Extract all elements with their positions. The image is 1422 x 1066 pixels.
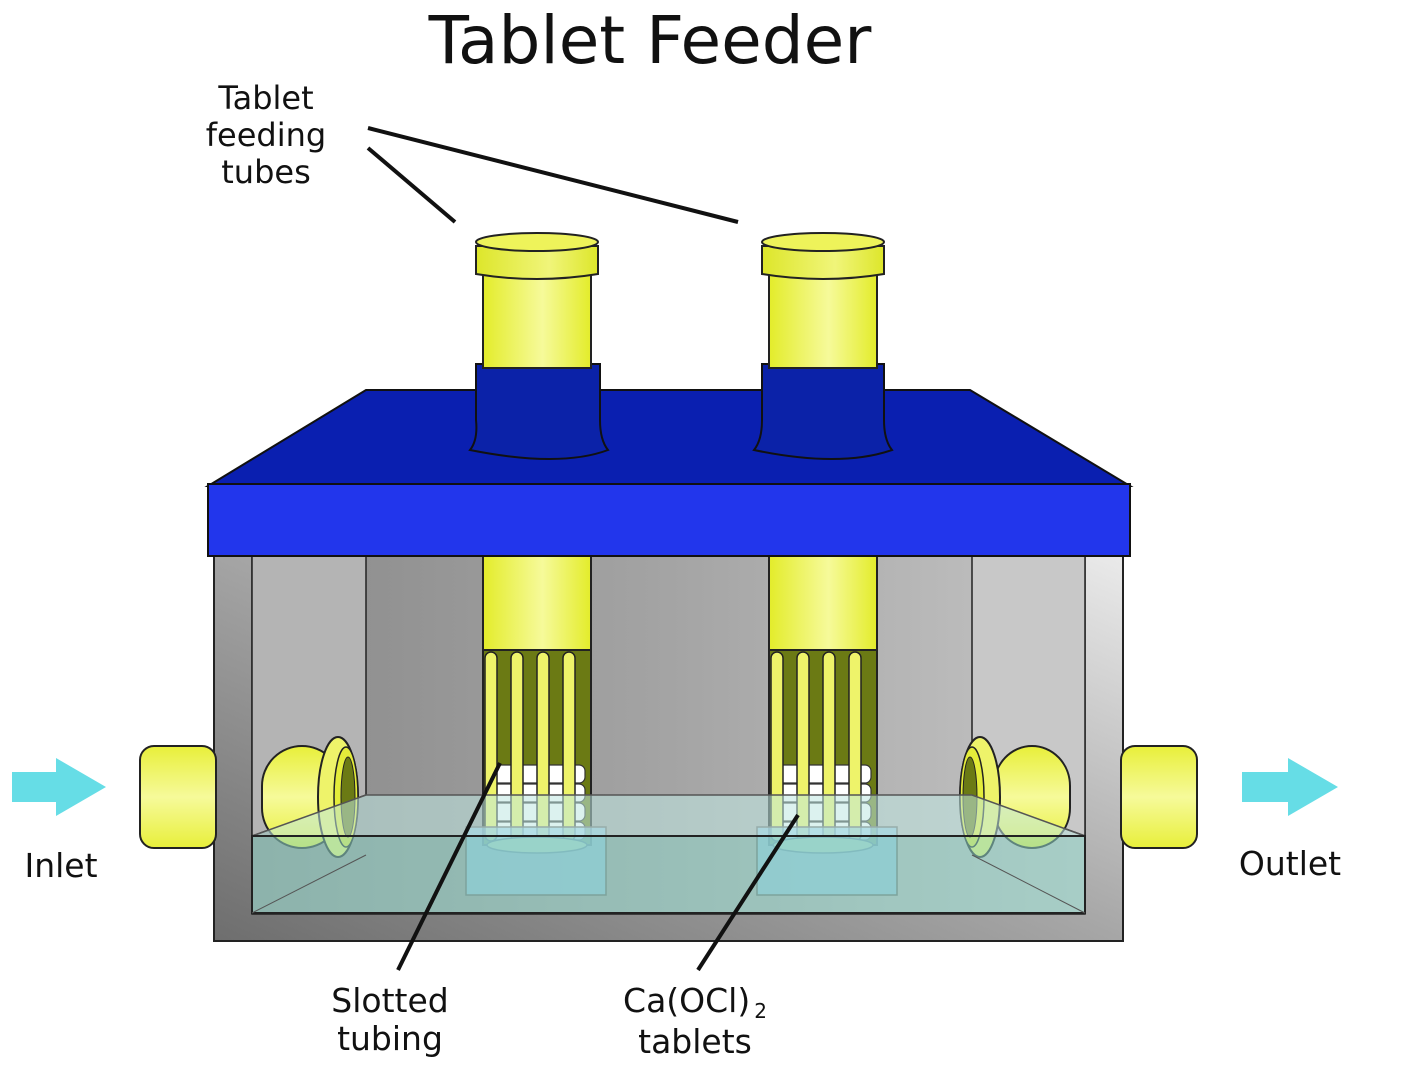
right-feed-tube-upper [761, 232, 885, 369]
label-tablets: Ca(OCl)2 tablets [610, 981, 780, 1062]
label-inlet: Inlet [24, 846, 98, 885]
label-feeding-tubes-line1: Tablet [218, 79, 314, 117]
label-tablets-formula: Ca(OCl) [623, 981, 751, 1020]
label-outlet: Outlet [1238, 844, 1342, 883]
tube-solid-section [482, 555, 592, 657]
label-slotted-tubing: Slotted tubing [320, 981, 460, 1059]
inlet-arrow [12, 758, 106, 816]
lid-top [204, 389, 1134, 487]
diagram-title: Tablet Feeder [428, 2, 872, 79]
label-slotted-line2: tubing [337, 1019, 443, 1059]
label-feeding-tubes-line2: feeding [205, 116, 327, 155]
leader-slotted-tubing [396, 762, 502, 971]
label-feeding-tubes-line3: tubes [221, 153, 311, 192]
water-surface [251, 794, 1086, 837]
leader-feeding-tube-right [367, 126, 739, 224]
lid-front [207, 483, 1131, 557]
tube-solid-section [768, 555, 878, 657]
leader-feeding-tube-left [366, 146, 457, 224]
label-tablets-subscript: 2 [754, 999, 767, 1023]
label-slotted-line1: Slotted [331, 981, 449, 1020]
left-collar [468, 363, 610, 460]
outlet-pipe [1120, 745, 1198, 849]
left-feed-tube-upper [475, 232, 599, 369]
label-tablets-formula-line: Ca(OCl)2 [610, 981, 780, 1023]
outlet-arrow [1242, 758, 1338, 816]
right-collar [752, 363, 894, 460]
inlet-pipe [139, 745, 217, 849]
water-body [251, 835, 1086, 914]
label-feeding-tubes: Tablet feeding tubes [196, 79, 336, 192]
label-tablets-word: tablets [638, 1022, 752, 1062]
leader-tablets [696, 813, 800, 972]
